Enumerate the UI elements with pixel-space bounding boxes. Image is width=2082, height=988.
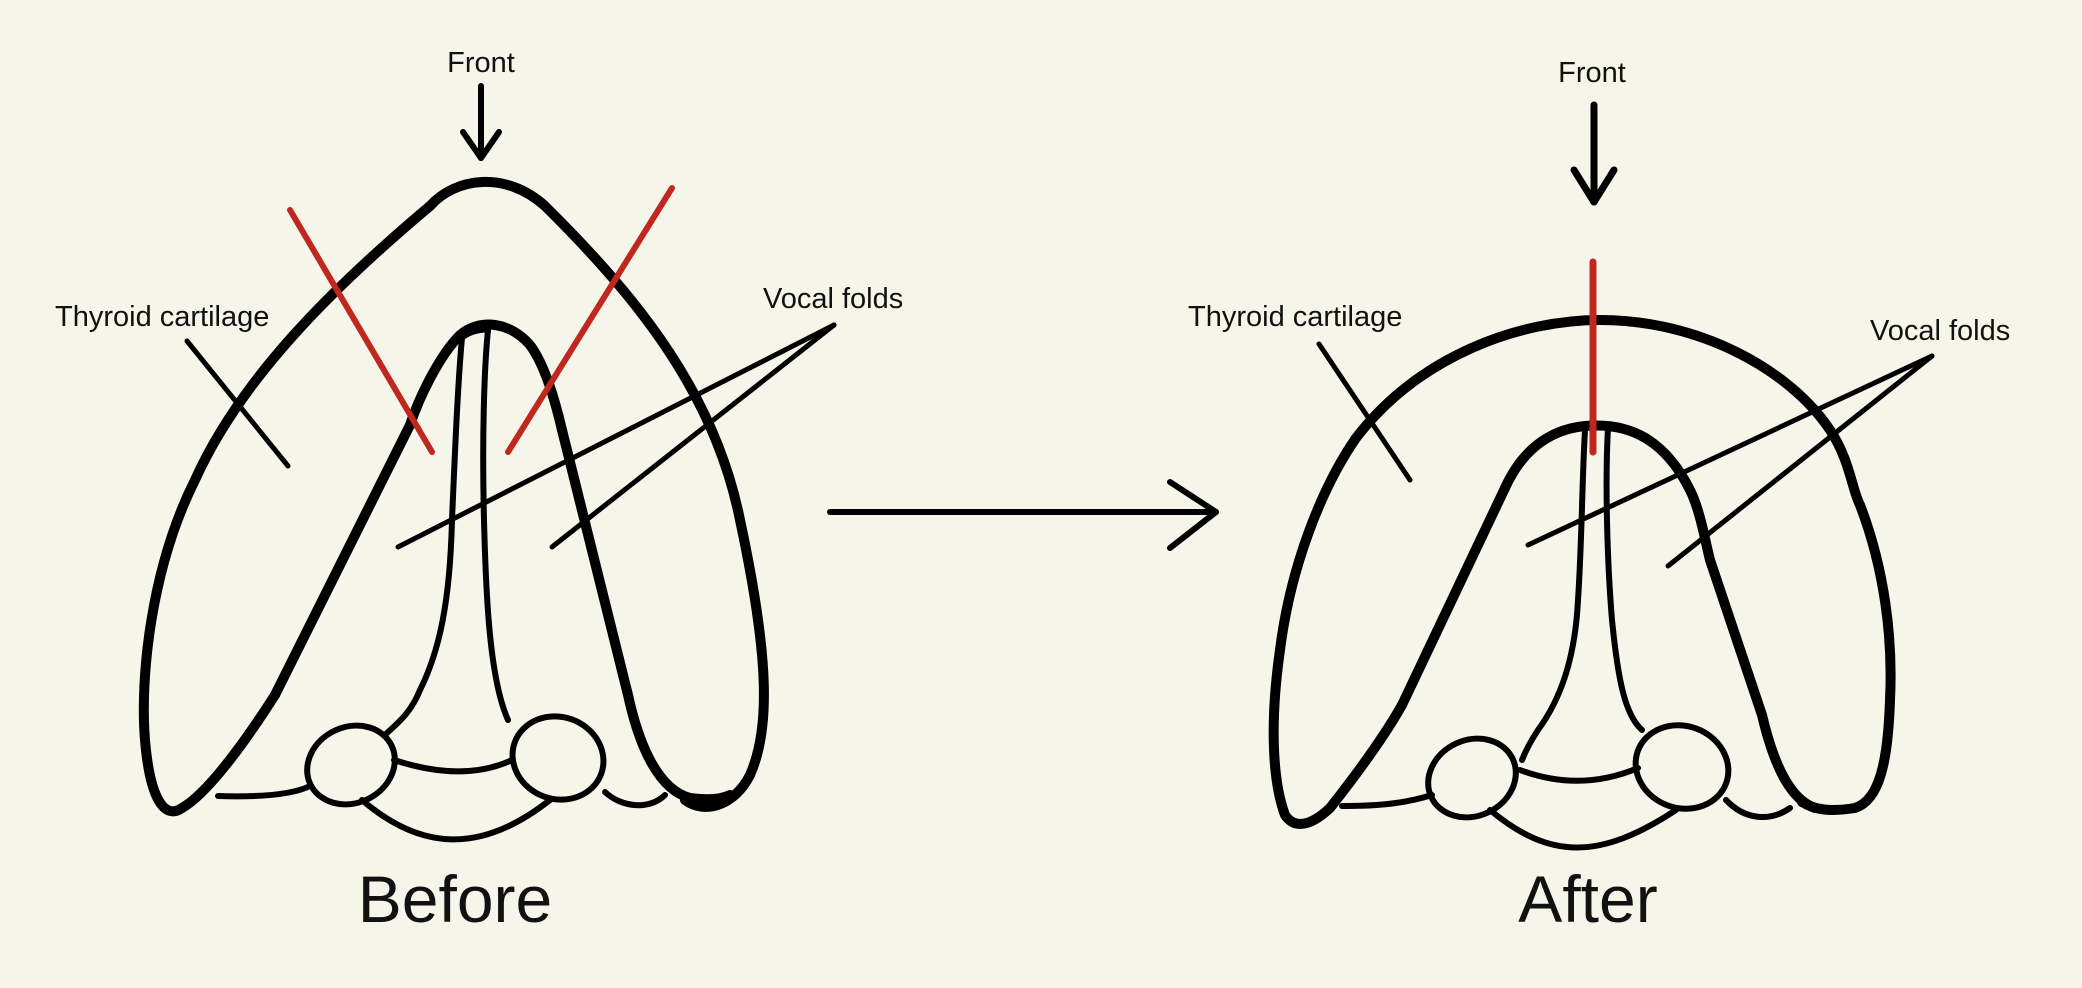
before-caption: Before [358,862,552,936]
before-vocal-leader [395,322,837,550]
before-incision-right [505,185,675,455]
before-arytenoids [215,713,668,843]
after-front-arrow-icon [1570,101,1618,206]
before-inner-folds [382,327,511,738]
after-vocal-label: Vocal folds [1870,315,2010,347]
after-thyroid-cartilage [1268,315,1896,829]
before-vocal-label: Vocal folds [763,283,903,315]
before-incision-lines [287,185,675,455]
after-thyroid-leader [1316,341,1413,483]
before-front-arrow-icon [460,83,502,161]
before-thyroid-leader [184,338,291,469]
before-incision-left [287,207,435,455]
before-panel: Front [55,47,903,936]
after-vocal-leader [1525,353,1935,569]
after-thyroid-label: Thyroid cartilage [1188,301,1402,333]
after-panel: Front Thyroid ca [1188,57,2010,936]
before-front-label: Front [447,47,515,79]
after-caption: After [1518,862,1657,936]
before-thyroid-cartilage [138,177,769,817]
after-arytenoids [1339,722,1793,851]
transition-arrow-icon [827,479,1219,551]
after-inner-folds [1519,425,1645,763]
before-thyroid-label: Thyroid cartilage [55,301,269,333]
after-front-label: Front [1558,57,1626,89]
